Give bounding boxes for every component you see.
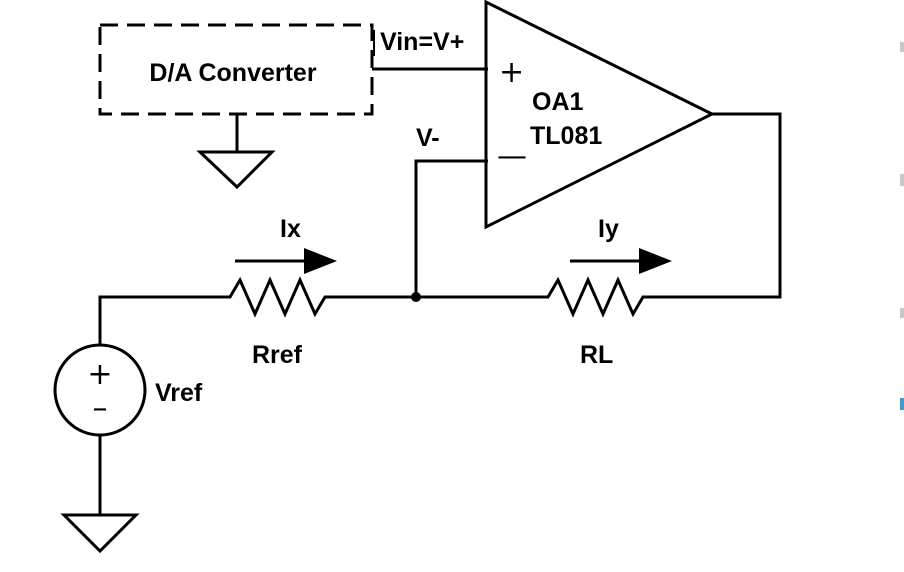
opamp-part: TL081 — [530, 122, 602, 150]
edge-mark-1 — [900, 42, 904, 52]
vminus-label: V- — [416, 124, 440, 152]
opamp-triangle — [484, 0, 716, 230]
edge-mark-4 — [900, 398, 904, 410]
iy-arrow-head — [639, 248, 672, 274]
ix-arrow-head — [304, 248, 337, 274]
dac-ground-symbol — [196, 150, 276, 190]
junction-node — [411, 292, 421, 302]
dac-label: D/A Converter — [149, 59, 316, 87]
vref-plus: + — [87, 357, 112, 392]
vref-ground-symbol — [60, 513, 140, 554]
rl-label: RL — [580, 341, 613, 369]
edge-mark-3 — [900, 308, 904, 318]
inverting-sign: — — [497, 139, 527, 174]
vref-label: Vref — [155, 379, 203, 407]
iy-label: Iy — [598, 215, 619, 243]
wire-output-feedback — [652, 112, 782, 299]
vin-label: Vin=V+ — [380, 28, 464, 56]
vref-minus: – — [93, 391, 108, 426]
wire-main — [98, 276, 652, 345]
ix-label: Ix — [280, 215, 301, 243]
edge-mark-2 — [900, 174, 904, 186]
opamp-name: OA1 — [532, 88, 584, 116]
noninverting-sign: + — [499, 55, 524, 90]
rref-label: Rref — [252, 341, 303, 369]
wire-vminus — [414, 159, 488, 297]
